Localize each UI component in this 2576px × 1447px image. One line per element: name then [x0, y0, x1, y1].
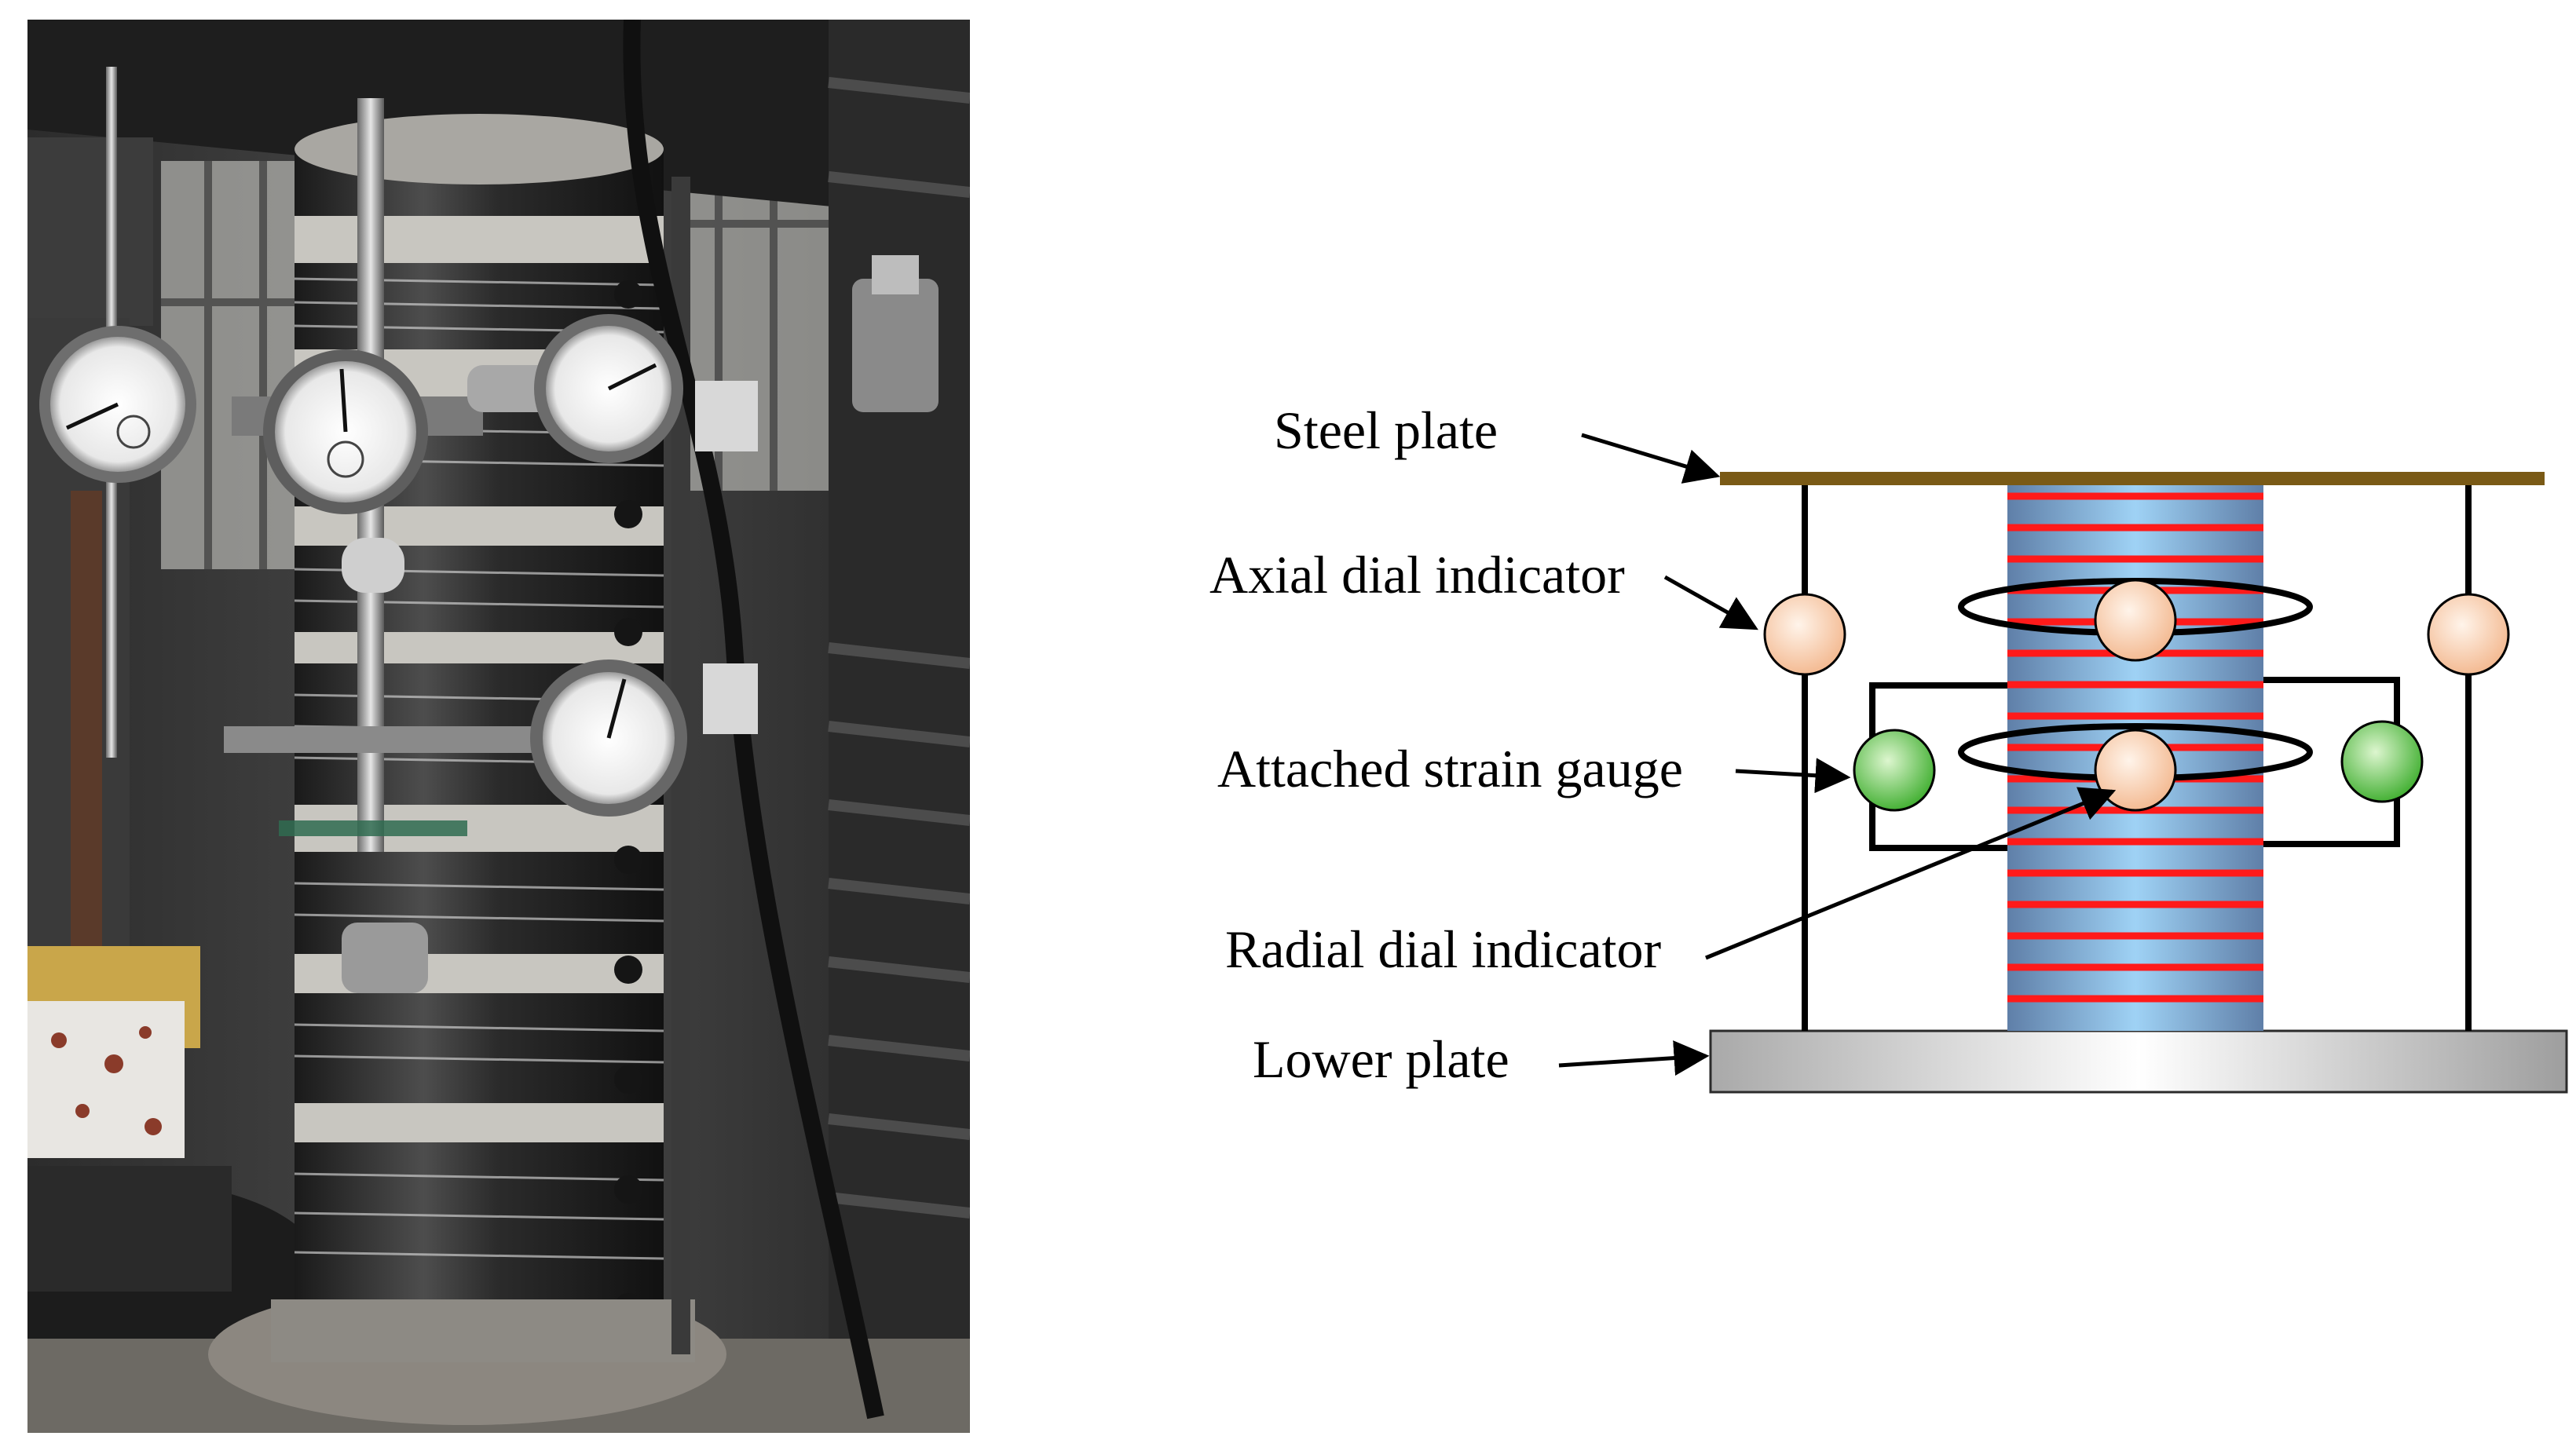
lower-plate-label: Lower plate — [1253, 1029, 1509, 1089]
axial-dial-arrow — [1663, 575, 1758, 630]
leader-arrows — [1558, 433, 2117, 1076]
axial-dial-indicator-center — [2094, 579, 2177, 662]
radial-dial-indicator-label: Radial dial indicator — [1225, 919, 1662, 979]
steel-plate-arrow — [1581, 433, 1721, 484]
photo-dial-lower-right — [224, 660, 687, 817]
radial-dial-indicator — [2094, 729, 2177, 812]
axial-dial-indicator-right — [2427, 593, 2510, 676]
radial-dial-arrow — [1705, 787, 2117, 960]
strain-gauge-right — [2340, 720, 2424, 803]
lower-plate-arrow — [1558, 1040, 1710, 1076]
strain-gauge-left — [1853, 729, 1936, 812]
axial-dial-indicator-label: Axial dial indicator — [1209, 545, 1625, 605]
strain-gauge-arrow — [1735, 758, 1851, 794]
attached-strain-gauge-label: Attached strain gauge — [1217, 739, 1683, 798]
photo-dial-left — [39, 326, 196, 483]
steel-plate — [1720, 472, 2545, 485]
lower-plate — [1709, 1029, 2568, 1094]
axial-dial-indicator-left — [1763, 593, 1846, 676]
photo-dial-center — [232, 349, 483, 514]
photo-dial-upper-right — [467, 314, 683, 463]
test-setup-photo — [27, 20, 970, 1433]
steel-plate-label: Steel plate — [1274, 400, 1498, 460]
